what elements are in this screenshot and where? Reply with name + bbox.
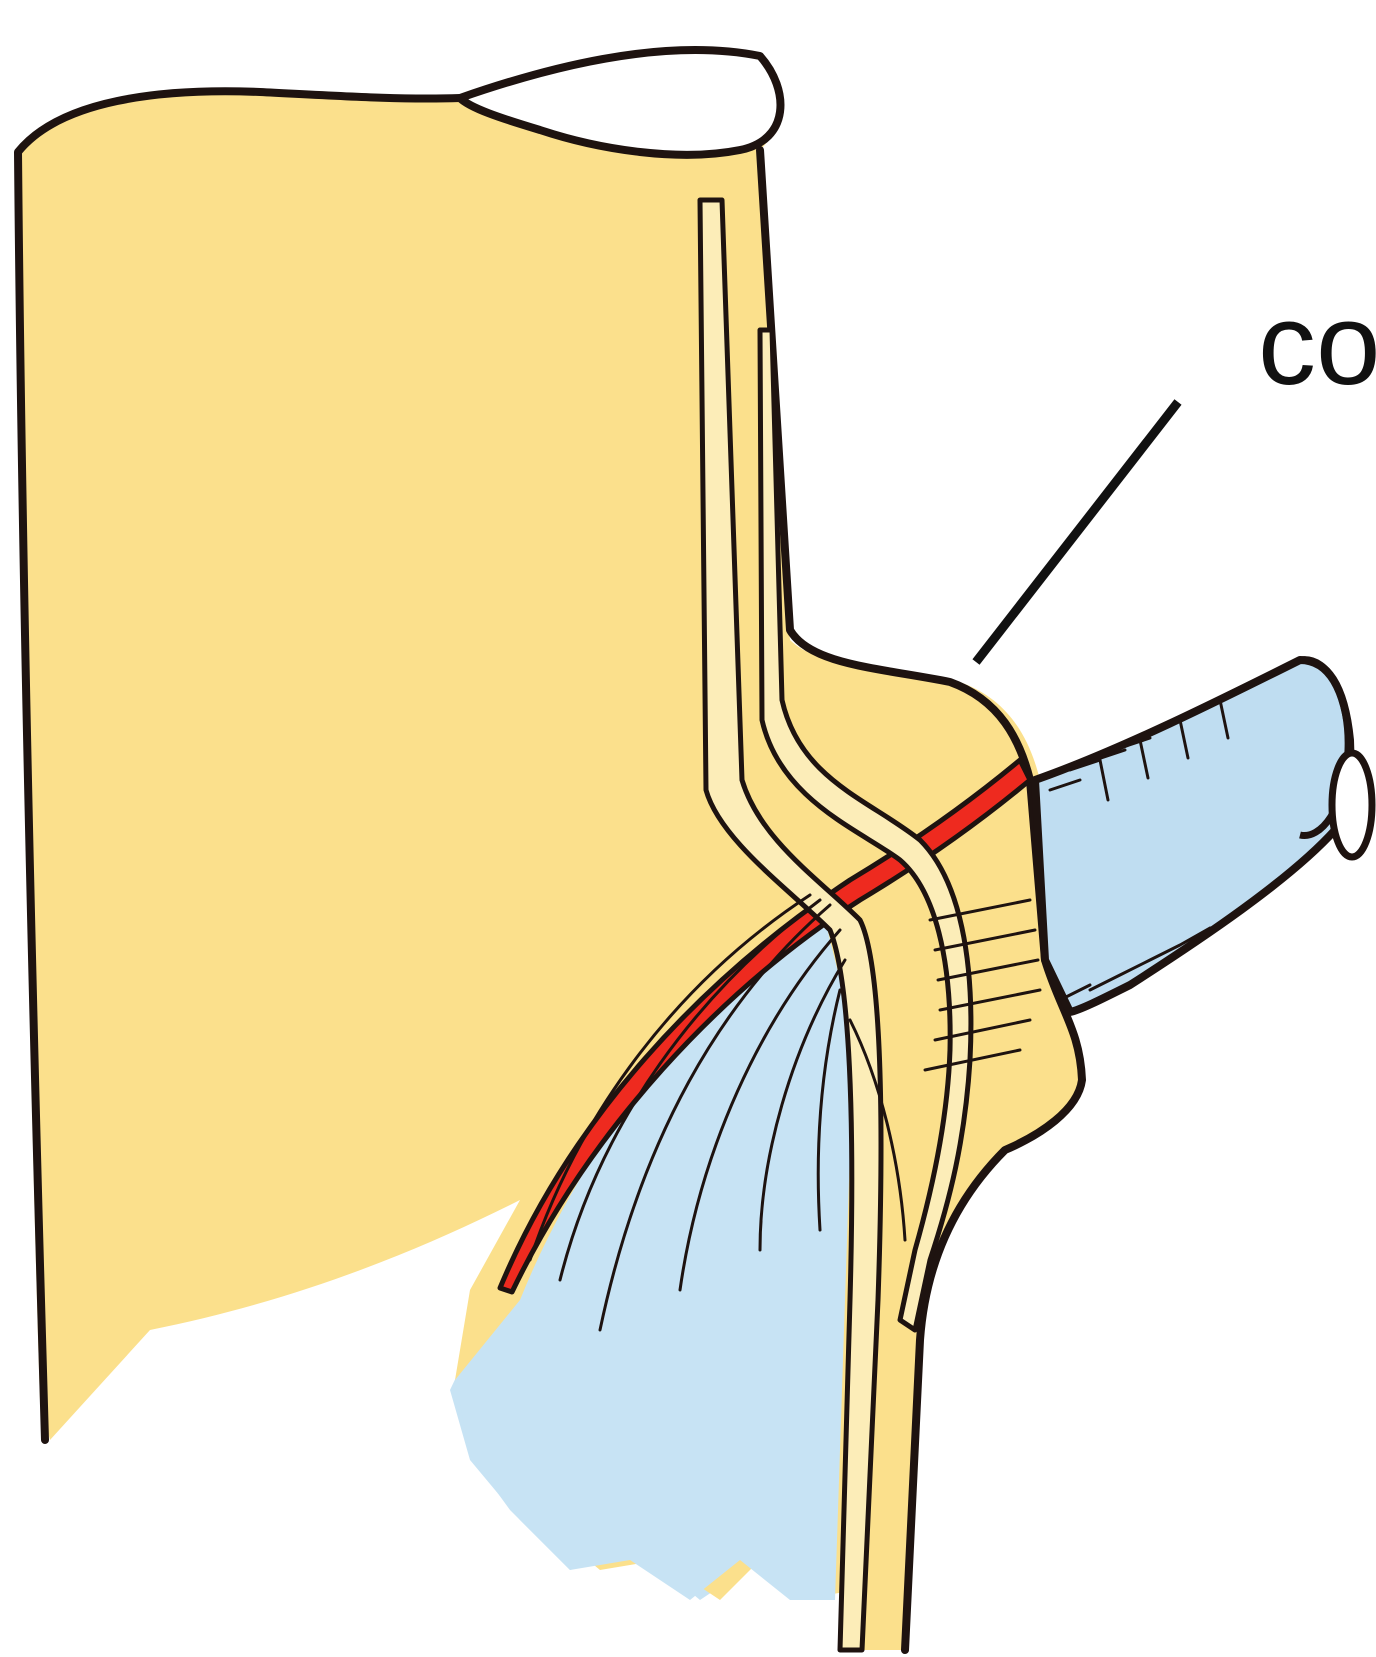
- tube-end-opening: [1332, 753, 1372, 857]
- callout-leader-line: [976, 402, 1178, 662]
- callout-label: co: [1258, 286, 1376, 402]
